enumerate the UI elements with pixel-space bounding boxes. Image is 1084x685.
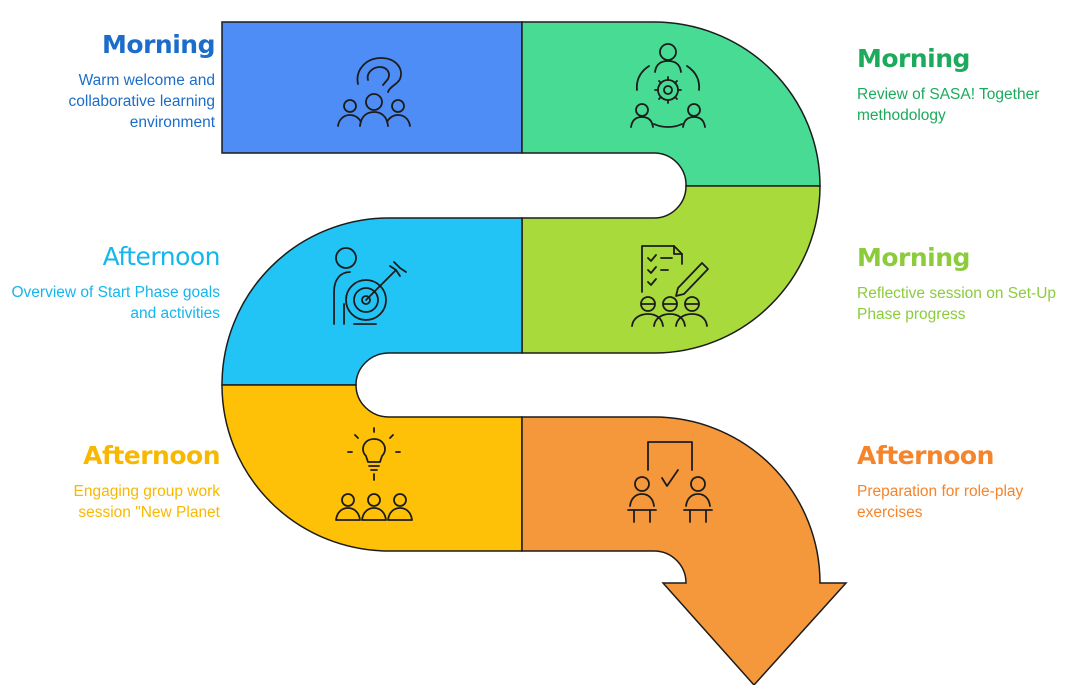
idea-group-icon [335, 427, 413, 521]
step-3-description: Reflective session on Set-Up Phase progr… [857, 285, 1057, 323]
step-2-description: Review of SASA! Together methodology [857, 86, 1040, 124]
step-6-title: Afternoon [857, 441, 994, 470]
step-1-title: Morning [102, 30, 215, 59]
welcome-group-icon [337, 57, 411, 127]
step-1-description: Warm welcome and collaborative learning … [68, 72, 215, 131]
segment-5 [221, 384, 523, 552]
step-6-description: Preparation for role-play exercises [857, 483, 1024, 521]
segment-3 [521, 185, 821, 354]
step-4-title: Afternoon [102, 242, 221, 271]
step-2-label: Morning Review of SASA! Together methodo… [857, 44, 1082, 126]
goal-target-icon [333, 247, 407, 325]
segment-4 [221, 217, 523, 386]
step-6-label: Afternoon Preparation for role-play exer… [857, 441, 1067, 523]
reflective-checklist-icon [631, 245, 709, 327]
step-4-label: Afternoon Overview of Start Phase goals … [5, 242, 221, 324]
segment-6 [521, 416, 848, 685]
segment-1 [221, 21, 523, 154]
role-play-icon [627, 441, 713, 523]
step-3-title: Morning [857, 243, 970, 272]
step-1-label: Morning Warm welcome and collaborative l… [30, 30, 216, 133]
step-5-description: Engaging group work session "New Planet [73, 483, 221, 521]
methodology-review-icon [630, 43, 706, 128]
step-3-label: Morning Reflective session on Set-Up Pha… [857, 243, 1079, 325]
segment-2 [521, 21, 821, 187]
step-5-title: Afternoon [83, 441, 220, 470]
step-2-title: Morning [857, 44, 970, 73]
step-5-label: Afternoon Engaging group work session "N… [20, 441, 221, 523]
step-4-description: Overview of Start Phase goals and activi… [11, 284, 221, 322]
